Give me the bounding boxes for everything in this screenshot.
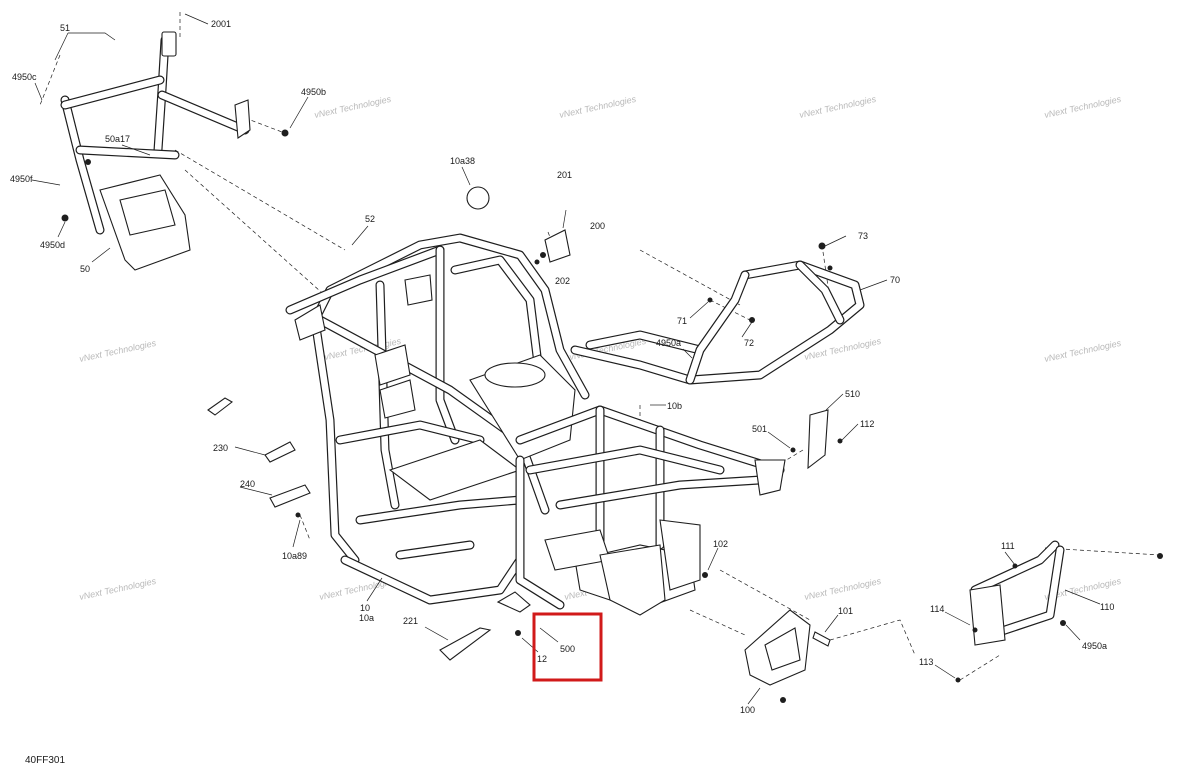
- drawing-code: 40FF301: [25, 755, 65, 766]
- callout-501: 501: [752, 424, 767, 434]
- callout-110: 110: [1100, 602, 1114, 612]
- watermark: vNext Technologies: [803, 576, 882, 602]
- callout-10: 10: [360, 603, 370, 613]
- callout-100: 100: [740, 705, 755, 715]
- hitch-100-group: [702, 572, 831, 703]
- side-panels: [207, 397, 311, 518]
- callout-leaders: [31, 13, 1101, 705]
- watermark: vNext Technologies: [78, 338, 157, 364]
- callout-221: 221: [403, 616, 418, 626]
- callout-113: 113: [919, 657, 933, 667]
- bracket-200-group: [466, 186, 571, 265]
- bracket-510-group: [790, 409, 843, 470]
- callout-111: 111: [1001, 541, 1015, 551]
- plate-221-group: [439, 591, 531, 661]
- callout-102: 102: [713, 539, 728, 549]
- assembly-dashed-lines: [39, 12, 1161, 681]
- callout-4950f: 4950f: [10, 174, 33, 184]
- bumper-110-group: [955, 540, 1163, 683]
- callout-200: 200: [590, 221, 605, 231]
- callout-10b: 10b: [667, 401, 682, 411]
- callout-70: 70: [890, 275, 900, 285]
- callout-202: 202: [555, 276, 570, 286]
- callout-4950c: 4950c: [12, 72, 37, 82]
- callout-10a89: 10a89: [282, 551, 307, 561]
- rear-rack-assembly: [570, 242, 865, 385]
- highlighted-part-box: [532, 612, 603, 682]
- watermark: vNext Technologies: [78, 576, 157, 602]
- callout-10a38: 10a38: [450, 156, 475, 166]
- callout-10a: 10a: [359, 613, 374, 623]
- callout-73: 73: [858, 231, 868, 241]
- callout-71: 71: [677, 316, 687, 326]
- callout-114: 114: [930, 604, 944, 614]
- callout-2001: 2001: [211, 19, 231, 29]
- main-frame: [285, 233, 786, 616]
- callout-labels: 51 2001 4950c 4950b 50a17 4950f 4950d 50…: [10, 19, 1114, 715]
- callout-510: 510: [845, 389, 860, 399]
- callout-52: 52: [365, 214, 375, 224]
- watermark: vNext Technologies: [313, 94, 392, 120]
- callout-500: 500: [560, 644, 575, 654]
- callout-72: 72: [744, 338, 754, 348]
- callout-4950a-right: 4950a: [1082, 641, 1107, 651]
- callout-240: 240: [240, 479, 255, 489]
- callout-51: 51: [60, 23, 70, 33]
- callout-101: 101: [838, 606, 853, 616]
- callout-230: 230: [213, 443, 228, 453]
- watermark: vNext Technologies: [1043, 94, 1122, 120]
- callout-201: 201: [557, 170, 572, 180]
- callout-50: 50: [80, 264, 90, 274]
- watermark: vNext Technologies: [558, 94, 637, 120]
- callout-4950d: 4950d: [40, 240, 65, 250]
- callout-112: 112: [860, 419, 874, 429]
- callout-4950b: 4950b: [301, 87, 326, 97]
- callout-12: 12: [537, 654, 547, 664]
- callout-4950a: 4950a: [656, 338, 681, 348]
- watermark: vNext Technologies: [798, 94, 877, 120]
- watermark: vNext Technologies: [1043, 338, 1122, 364]
- front-support-assembly: [60, 31, 289, 271]
- callout-50a17: 50a17: [105, 134, 130, 144]
